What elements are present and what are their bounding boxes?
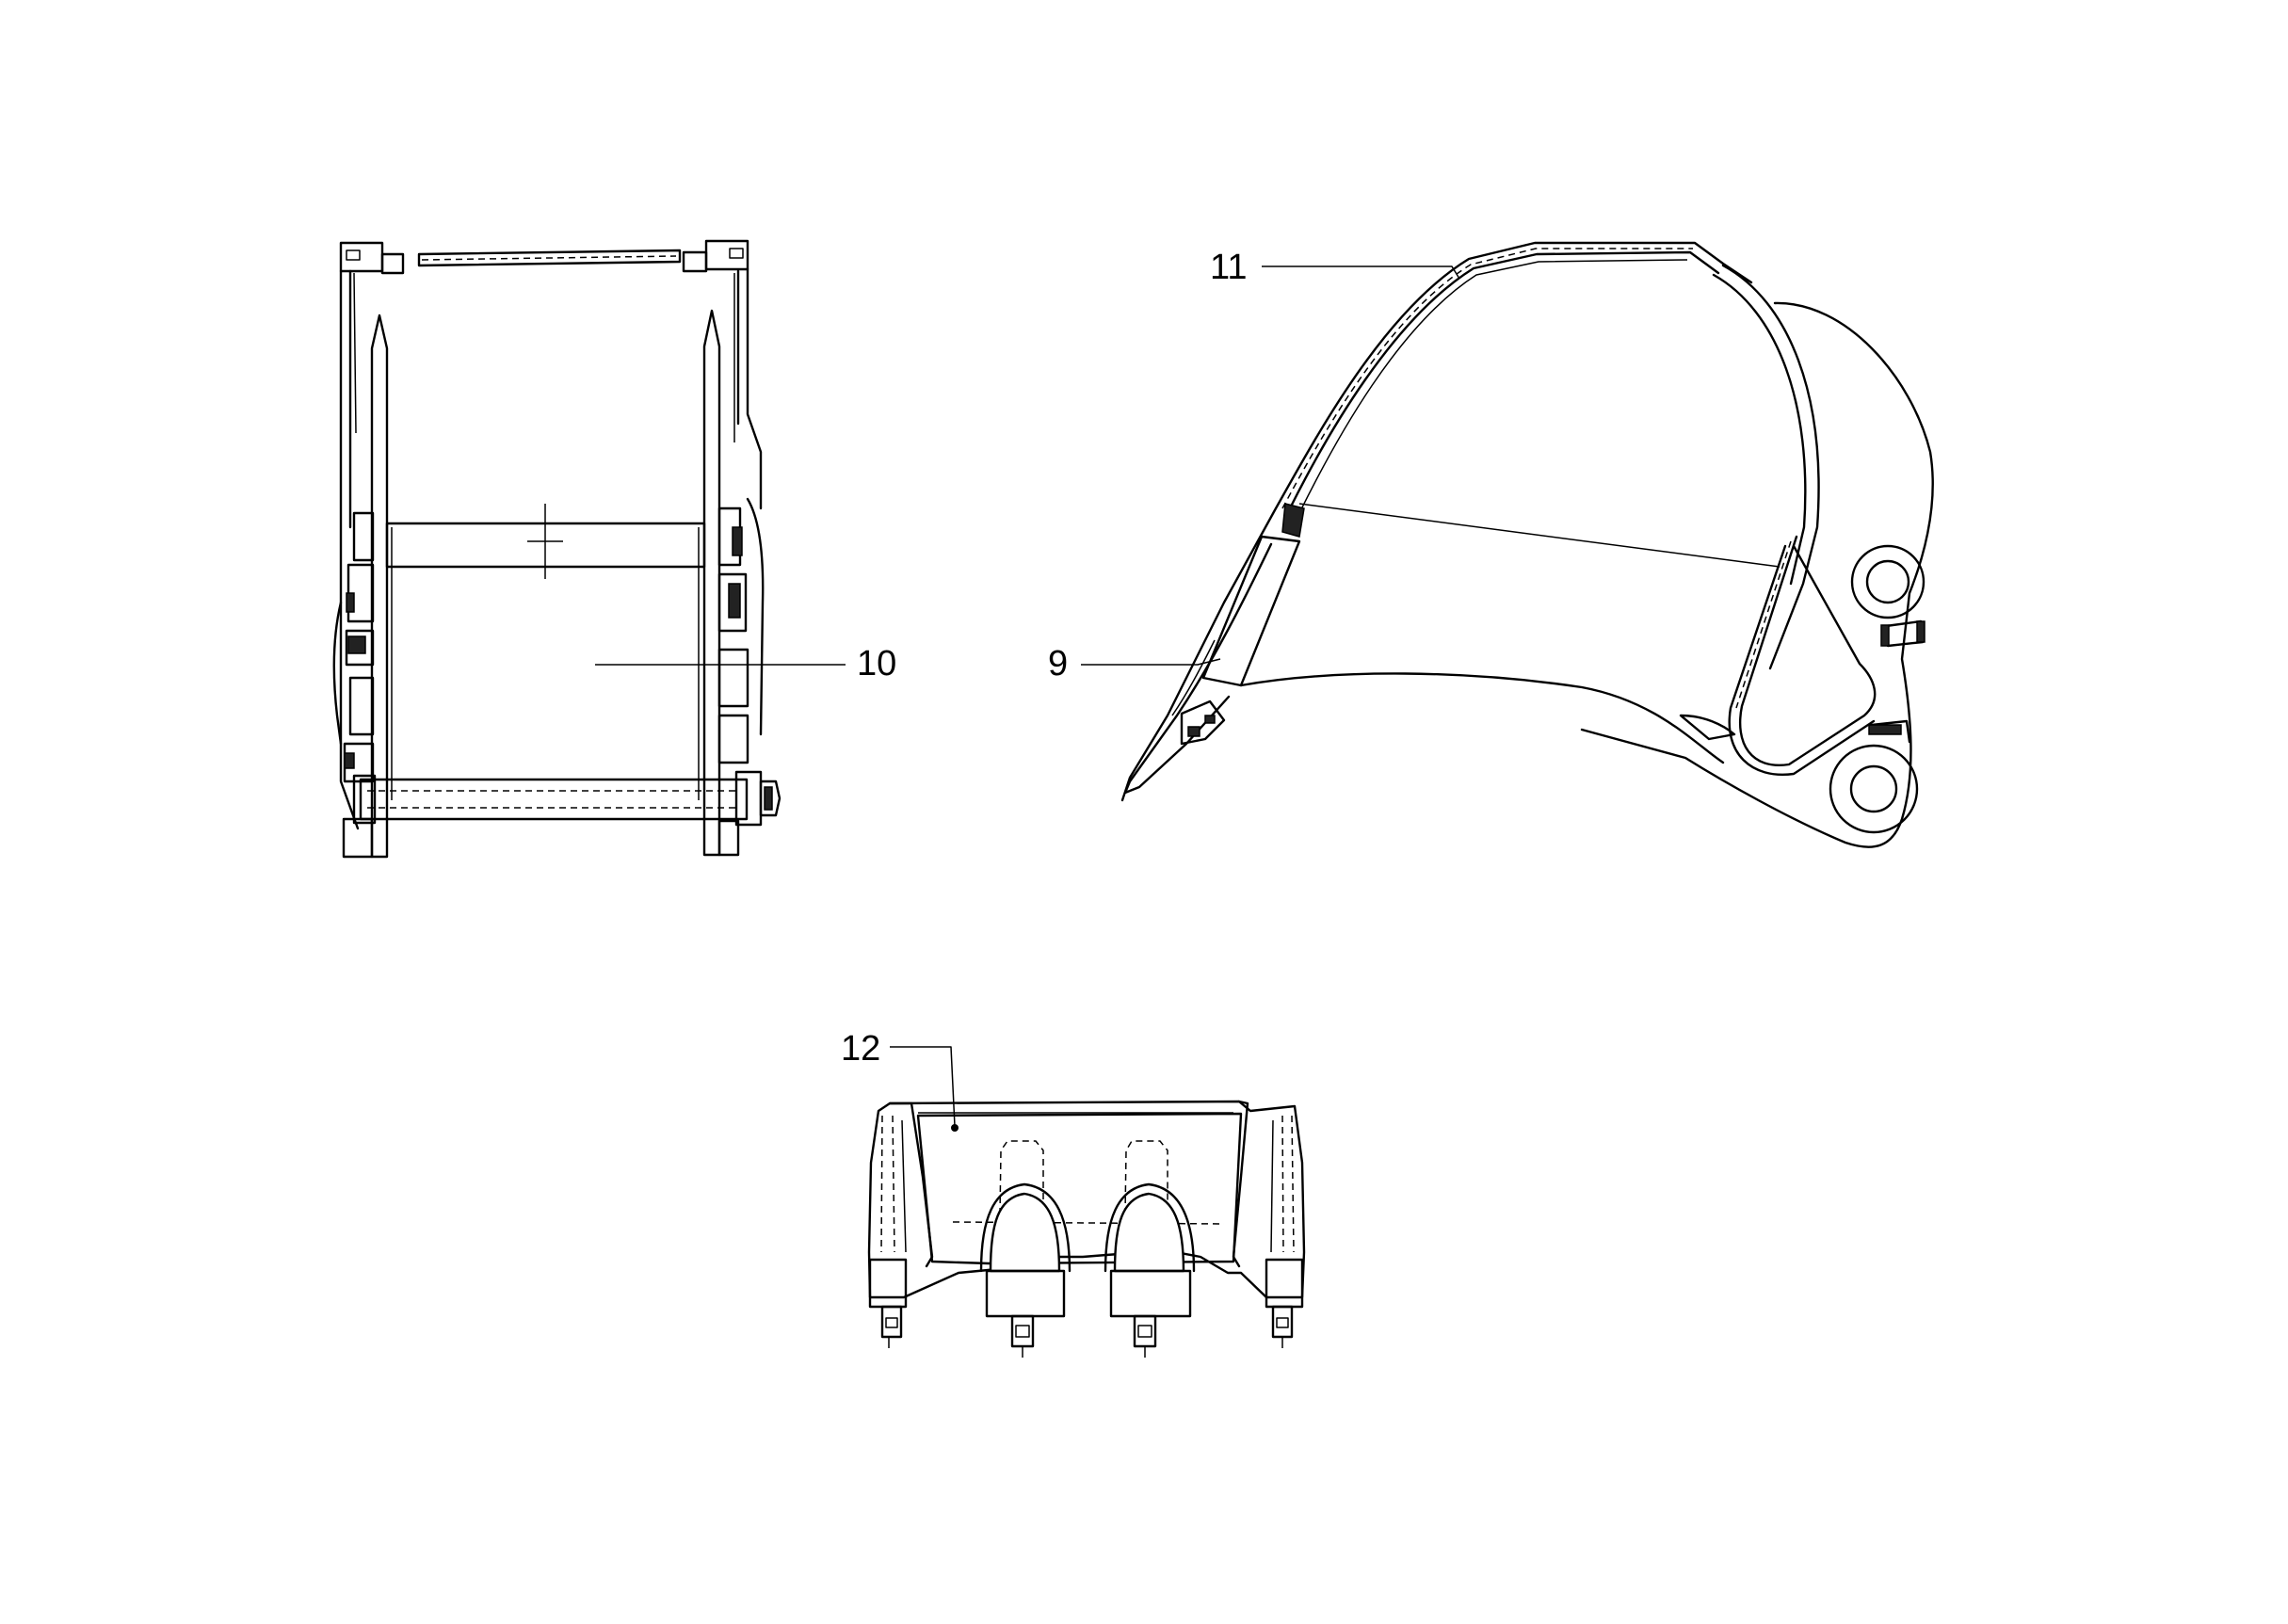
tooth-shank-2 xyxy=(985,1269,1066,1318)
side-tooth xyxy=(1123,542,1273,795)
tooth-shank-3 xyxy=(1109,1269,1192,1318)
front-left-side-plate xyxy=(370,314,389,859)
front-left-shell-edge xyxy=(339,269,360,830)
side-rear-arm xyxy=(1580,301,1934,848)
front-right-side-plate xyxy=(702,309,721,857)
side-shell-bottom xyxy=(1239,672,1725,764)
side-shell-outer xyxy=(1120,241,1753,802)
callout-9: 9 xyxy=(1048,644,1069,683)
callout-11: 11 xyxy=(1210,248,1248,287)
tooth-assembly-view xyxy=(867,1046,1306,1358)
front-pin-nut xyxy=(759,780,781,817)
callout-12: 12 xyxy=(841,1029,881,1069)
tooth-shank-1 xyxy=(868,1258,908,1309)
side-strut-line xyxy=(1298,503,1780,568)
tooth-shank-4 xyxy=(1265,1258,1304,1309)
leader-line-9 xyxy=(1081,658,1221,666)
side-liner-band xyxy=(1281,248,1693,509)
side-lower-boss xyxy=(1829,744,1919,834)
bucket-front-view xyxy=(332,239,846,859)
front-lower-pin xyxy=(359,778,749,821)
leader-line-11 xyxy=(1262,265,1460,280)
side-upper-boss xyxy=(1850,544,1925,619)
front-top-right-bracket xyxy=(704,239,749,271)
leader-line-12 xyxy=(890,1046,956,1127)
bucket-side-view xyxy=(1081,241,1934,848)
side-clip-lower xyxy=(1870,719,1911,744)
callout-10: 10 xyxy=(857,644,897,683)
leader-dot-12 xyxy=(951,1124,959,1132)
front-top-crossbar xyxy=(417,249,682,267)
